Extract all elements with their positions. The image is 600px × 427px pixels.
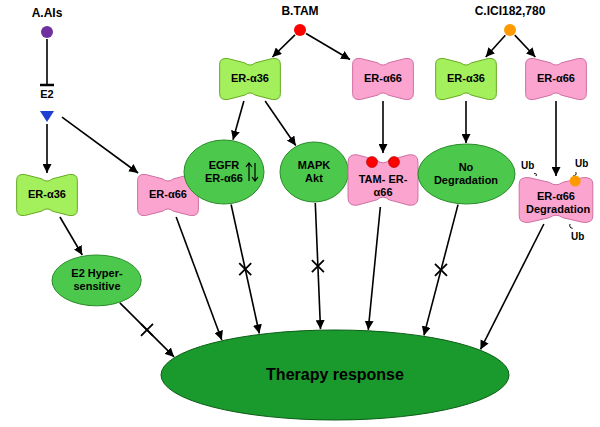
drug-dot: C.ICI182,780 (503, 23, 517, 37)
node-text: ER-α66 (537, 72, 575, 85)
node-text: ER-α66 Degradation (526, 190, 586, 216)
column-title: B.TAM (281, 4, 318, 18)
receptor-shape: ER-α66 (350, 57, 416, 101)
node-text: EGFR ER-α66 (200, 159, 248, 185)
tamoxifen-dot (389, 157, 400, 168)
receptor-outline (353, 58, 414, 99)
node-text: MAPK Akt (290, 159, 338, 185)
process-ellipse: EGFR ER-α66 (183, 139, 265, 205)
ubiquitin-label: Ub (571, 231, 584, 243)
process-ellipse: No Degradation (417, 143, 516, 205)
node-text: Therapy response (266, 365, 404, 384)
receptor-shape: TAM- ER-α66 (345, 153, 421, 207)
arrow-line (382, 101, 384, 153)
drug-dot: B.TAM (293, 23, 307, 37)
ellipse-outline (184, 140, 264, 204)
process-ellipse: MAPK Akt (279, 141, 349, 203)
node-text: ER-α36 (231, 72, 269, 85)
inhibition-line (46, 39, 48, 85)
receptor-outline (17, 174, 78, 215)
ellipse-outline (280, 142, 348, 202)
fulvestrant-dot (570, 176, 581, 187)
receptor-outline (526, 58, 587, 99)
receptor-outline (519, 178, 593, 223)
ellipse-outline (504, 24, 516, 36)
arrow-line (368, 207, 380, 330)
node-text: No Degradation (431, 161, 501, 187)
tamoxifen-dot (367, 157, 378, 168)
ellipse-outline (41, 26, 53, 38)
arrow-line (555, 101, 557, 176)
drug-dot: A.AIs (40, 25, 54, 39)
receptor-outline (348, 155, 418, 206)
arrow-line (306, 34, 350, 60)
receptor-shape: ER-α36 (217, 57, 283, 101)
arrow-line (176, 217, 222, 340)
node-text: ER-α66 (149, 188, 187, 201)
up-arrow (246, 163, 252, 181)
estrogen-triangle (40, 111, 54, 122)
ubiquitin-link (534, 174, 536, 176)
ellipse-outline (418, 144, 515, 204)
node-outline (40, 25, 54, 39)
ubiquitin-label: Ub (575, 158, 588, 170)
ubiquitin-link (570, 224, 573, 228)
receptor-outline (220, 58, 281, 99)
node-text: ER-α36 (28, 188, 66, 201)
ubiquitin-label: Ub (521, 160, 534, 172)
node-text: TAM- ER-α66 (353, 173, 413, 199)
column-title: A.AIs (32, 6, 63, 20)
arrow-line (120, 303, 174, 357)
column-title: C.ICI182,780 (475, 4, 546, 18)
receptor-outline (436, 58, 497, 99)
arrow-line (272, 35, 295, 57)
node-outline (293, 23, 307, 37)
arrow-line (315, 203, 320, 329)
ellipse-outline (161, 330, 509, 420)
arrow-line (62, 117, 138, 173)
receptor-shape: ER-α36 (14, 173, 80, 217)
process-ellipse: Therapy response (160, 329, 510, 421)
arrow-line (46, 124, 48, 173)
node-text: ER-α36 (447, 72, 485, 85)
node-text: E2 Hyper- sensitive (65, 267, 129, 293)
arrow-line (465, 101, 467, 143)
arrow-line (60, 217, 82, 255)
receptor-shape: ER-α66 Degradation (516, 176, 596, 224)
node-outline (503, 23, 517, 37)
process-ellipse: E2 Hyper- sensitive (51, 254, 142, 307)
node-text: E2 (40, 88, 53, 101)
receptor-shape: ER-α66 (523, 57, 589, 101)
down-arrow (252, 163, 258, 181)
ubiquitin-link (573, 172, 576, 176)
arrow-line (265, 101, 296, 145)
ellipse-outline (52, 255, 141, 306)
arrow-line (233, 101, 244, 140)
ligand-node: E2 (32, 88, 62, 124)
node-text: ER-α66 (364, 72, 402, 85)
arrow-line (515, 35, 536, 57)
arrow-line (231, 205, 259, 334)
receptor-shape: ER-α36 (433, 57, 499, 101)
arrow-line (481, 224, 544, 349)
ellipse-outline (294, 24, 306, 36)
arrow-line (486, 35, 506, 57)
arrow-line (424, 205, 458, 336)
